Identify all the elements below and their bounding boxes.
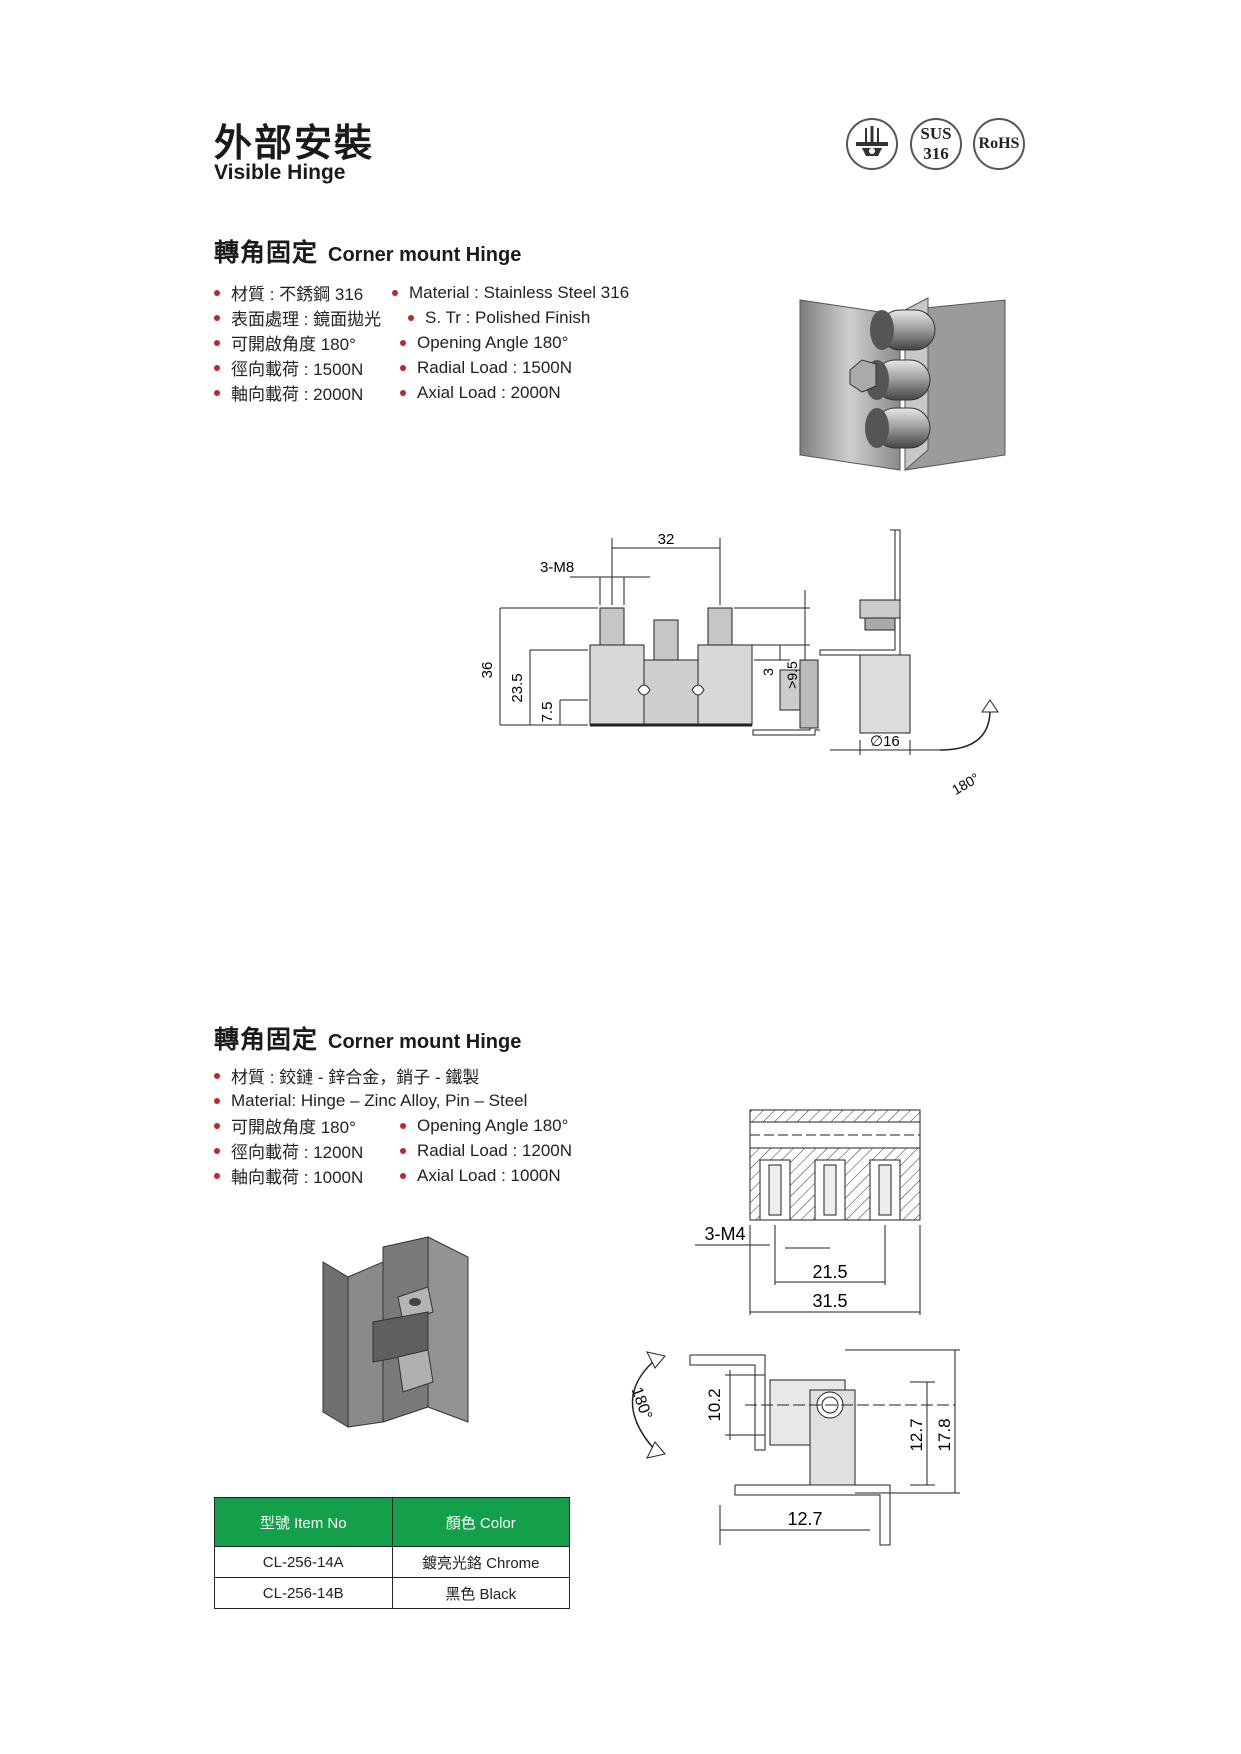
- spec-item: 可開啟角度 180°: [214, 1113, 527, 1138]
- spec-item: 材質 : 不銹鋼 316: [214, 280, 381, 305]
- spec-item: 徑向載荷 : 1500N: [214, 355, 381, 380]
- spec-item: S. Tr : Polished Finish: [392, 305, 629, 330]
- spec-item: 徑向載荷 : 1200N: [214, 1138, 527, 1163]
- section2-title-en: Corner mount Hinge: [328, 1031, 522, 1053]
- product2-photo: [322, 1236, 469, 1428]
- section1-specs-zh: 材質 : 不銹鋼 316 表面處理 : 鏡面拋光 可開啟角度 180° 徑向載荷…: [214, 280, 381, 405]
- color-cell: 鍍亮光鉻 Chrome: [391, 1546, 570, 1578]
- section2-specs: 材質 : 鉸鏈 - 鋅合金，銷子 - 鐵製 Material: Hinge – …: [214, 1063, 527, 1188]
- screw-mount-icon: [856, 126, 888, 156]
- item-table: 型號 Item No 顏色 Color CL-256-14A 鍍亮光鉻 Chro…: [214, 1497, 570, 1609]
- header-color: 顏色 Color: [391, 1497, 570, 1547]
- spec-item: Axial Load : 1000N: [400, 1163, 572, 1188]
- table-row: CL-256-14A 鍍亮光鉻 Chrome: [214, 1546, 570, 1578]
- dim-label: 3-M8: [540, 559, 574, 576]
- dim-label: 17.8: [935, 1418, 954, 1451]
- spec-item: 可開啟角度 180°: [214, 330, 381, 355]
- table-row: CL-256-14B 黑色 Black: [214, 1577, 570, 1609]
- spec-item: Radial Load : 1200N: [400, 1138, 572, 1163]
- dim-label: 7.5: [539, 702, 556, 723]
- dim-label: 3-M4: [704, 1224, 745, 1244]
- dim-label: >9.5: [784, 661, 800, 689]
- section1-specs-en: Material : Stainless Steel 316 S. Tr : P…: [392, 280, 629, 405]
- sus316-badge: SUS 316: [910, 118, 962, 170]
- angle-label: 180°: [949, 769, 982, 797]
- dim-label: 23.5: [509, 673, 526, 702]
- dim-label: 12.7: [787, 1509, 822, 1529]
- section2-drawing: 3-M4 21.5 31.5 10.2 12.7 17.8 12.7 180°: [628, 1109, 960, 1546]
- rotation-arrow-icon: [939, 709, 991, 751]
- dim-label: 10.2: [705, 1388, 724, 1421]
- section2-heading: 轉角固定 Corner mount Hinge: [214, 1020, 521, 1056]
- dim-label: 3: [760, 668, 776, 676]
- section1-heading: 轉角固定 Corner mount Hinge: [214, 233, 521, 269]
- item-no-cell: CL-256-14A: [214, 1546, 393, 1578]
- sus-grade: 316: [923, 144, 949, 163]
- page-title-en: Visible Hinge: [214, 161, 346, 184]
- section2-title-zh: 轉角固定: [214, 1025, 319, 1054]
- rohs-badge: RoHS: [973, 118, 1025, 170]
- rotation-arrow-icon: [631, 1359, 656, 1451]
- section1-drawing: 32 3-M8 36 23.5 7.5 3 >9.5 ∅16 180°: [479, 529, 999, 798]
- spec-item: Opening Angle 180°: [392, 330, 629, 355]
- dim-label: 21.5: [812, 1262, 847, 1282]
- spec-item: 軸向載荷 : 1000N: [214, 1163, 527, 1188]
- header-item-no: 型號 Item No: [214, 1497, 393, 1547]
- spec-item: Material: Hinge – Zinc Alloy, Pin – Stee…: [214, 1088, 527, 1113]
- product1-photo: [799, 297, 1006, 472]
- spec-item: Radial Load : 1500N: [392, 355, 629, 380]
- spec-item: 表面處理 : 鏡面拋光: [214, 305, 381, 330]
- dim-label: 36: [479, 662, 496, 679]
- dim-label: 32: [658, 531, 675, 548]
- spec-item: Material : Stainless Steel 316: [392, 280, 629, 305]
- item-no-cell: CL-256-14B: [214, 1577, 393, 1609]
- spec-item: 軸向載荷 : 2000N: [214, 380, 381, 405]
- color-cell: 黑色 Black: [391, 1577, 570, 1609]
- page-title-zh: 外部安裝: [214, 121, 375, 165]
- dim-label: 31.5: [812, 1291, 847, 1311]
- table-header-row: 型號 Item No 顏色 Color: [214, 1497, 570, 1547]
- dim-label: 12.7: [907, 1418, 926, 1451]
- spec-item: Opening Angle 180°: [400, 1113, 572, 1138]
- section2-specs-en: Opening Angle 180° Radial Load : 1200N A…: [400, 1113, 572, 1188]
- section1-title-zh: 轉角固定: [214, 238, 319, 267]
- dim-label: ∅16: [870, 733, 900, 750]
- spec-item: 材質 : 鉸鏈 - 鋅合金，銷子 - 鐵製: [214, 1063, 527, 1088]
- spec-item: Axial Load : 2000N: [392, 380, 629, 405]
- mounting-icon: [846, 118, 898, 170]
- section1-title-en: Corner mount Hinge: [328, 244, 522, 266]
- sus-label: SUS: [920, 124, 952, 143]
- angle-label: 180°: [628, 1385, 655, 1422]
